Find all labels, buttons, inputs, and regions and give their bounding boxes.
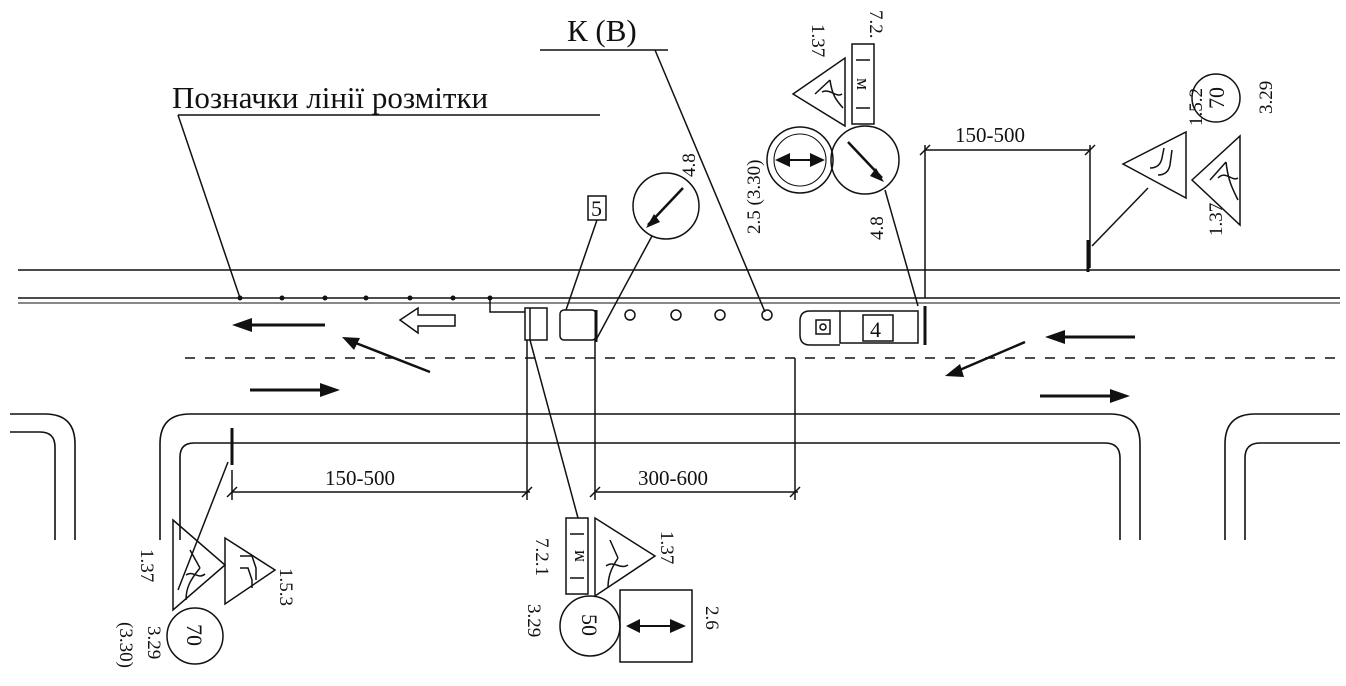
hollow-arrow-icon: [398, 306, 456, 335]
cone: [714, 309, 726, 321]
code-48-top: 4.8: [867, 216, 888, 240]
dimension-bottom: 150-500 300-600: [226, 340, 801, 500]
marking-label-leader-1: [177, 114, 241, 299]
cone: [761, 309, 773, 321]
sign-26: [619, 589, 693, 663]
triangle-sign-152: [1121, 130, 1187, 200]
triangle-sign-137-right: [1190, 134, 1241, 227]
code-72-top: 7.2.: [865, 10, 886, 39]
code-329-bottom-left: 3.29: [143, 626, 164, 659]
cones-row: [624, 309, 773, 321]
sign-48-mid-code: 4.8: [679, 153, 700, 177]
sign-group-mid: 5 4.8: [565, 153, 700, 341]
speed-sign-70-top: [1191, 73, 1241, 123]
sign-48-mid: [632, 172, 700, 240]
code-153: 1.5.3: [275, 568, 296, 606]
plate-m: [851, 43, 875, 125]
work-vehicle-small: [559, 309, 597, 341]
marking-label-text: Позначки лінії розмітки: [172, 80, 488, 115]
code-721: 7.2.1: [531, 538, 552, 576]
triangle-sign-137: [791, 56, 846, 128]
code-137-right: 1.37: [1206, 203, 1227, 236]
speed-70-bottom-text: 70: [182, 624, 207, 646]
road-bottom-edge-inner: [10, 431, 1340, 540]
barrier-box: [524, 307, 548, 341]
sign-group-bottom-left: 1.37 1.5.3 70 3.29 (3.30): [115, 428, 296, 668]
plate-m-bottom-text: м: [568, 550, 589, 562]
code-137-top: 1.37: [807, 24, 828, 57]
cone-marker-label: К (В): [540, 13, 766, 313]
dim-top-right-text: 150-500: [955, 123, 1025, 147]
speed-70-top-text: 70: [1204, 87, 1229, 109]
vehicle-number-text: 4: [870, 317, 881, 342]
sign-48-top: [830, 125, 900, 195]
marking-label: Позначки лінії розмітки: [172, 80, 600, 299]
code-329-bottom-center: 3.29: [523, 604, 544, 637]
code-25: 2.5 (3.30): [744, 160, 765, 234]
triangle-sign-137-bottom-left: [172, 518, 227, 612]
dim-bottom-left-text: 150-500: [325, 466, 395, 490]
sign-group-top-right: 1.5.2 1.37 70 3.29: [1091, 73, 1277, 247]
marker-dots: [237, 295, 493, 301]
sign-group-bottom-center: м 7.2.1 1.37 50 3.29 2.6: [523, 339, 722, 663]
traffic-arrows: [232, 306, 1135, 403]
cone-label-leader: [654, 49, 766, 313]
work-vehicle-4: 4: [799, 306, 927, 346]
road-bottom-edge: [10, 413, 1340, 540]
triangle-sign-153: [224, 536, 277, 606]
code-26: 2.6: [701, 606, 722, 630]
dimension-top-right: 150-500: [919, 123, 1096, 298]
speed-50-text: 50: [577, 614, 602, 636]
plate-m-text: м: [852, 78, 873, 90]
code-137-bottom-left: 1.37: [136, 549, 157, 582]
sign-group-top-center: м 1.37 7.2. 2.5 (3.30) 4.8: [744, 10, 919, 307]
sign-25: [766, 126, 834, 194]
cone: [670, 309, 682, 321]
code-329-top: 3.29: [1256, 81, 1277, 114]
speed-sign-70-bottom: [166, 607, 224, 665]
work-zone-left: [489, 298, 598, 342]
dim-bottom-mid-text: 300-600: [638, 466, 708, 490]
code-330-bottom-left: (3.30): [115, 622, 136, 668]
cone-label-text: К (В): [567, 13, 637, 48]
plate-m-bottom: [565, 517, 589, 595]
small-number-text: 5: [591, 196, 602, 221]
cone: [624, 309, 636, 321]
triangle-sign-137-bottom-center: [594, 516, 657, 598]
vehicle-body: [839, 310, 919, 344]
code-137-bottom-center: 1.37: [656, 531, 677, 564]
